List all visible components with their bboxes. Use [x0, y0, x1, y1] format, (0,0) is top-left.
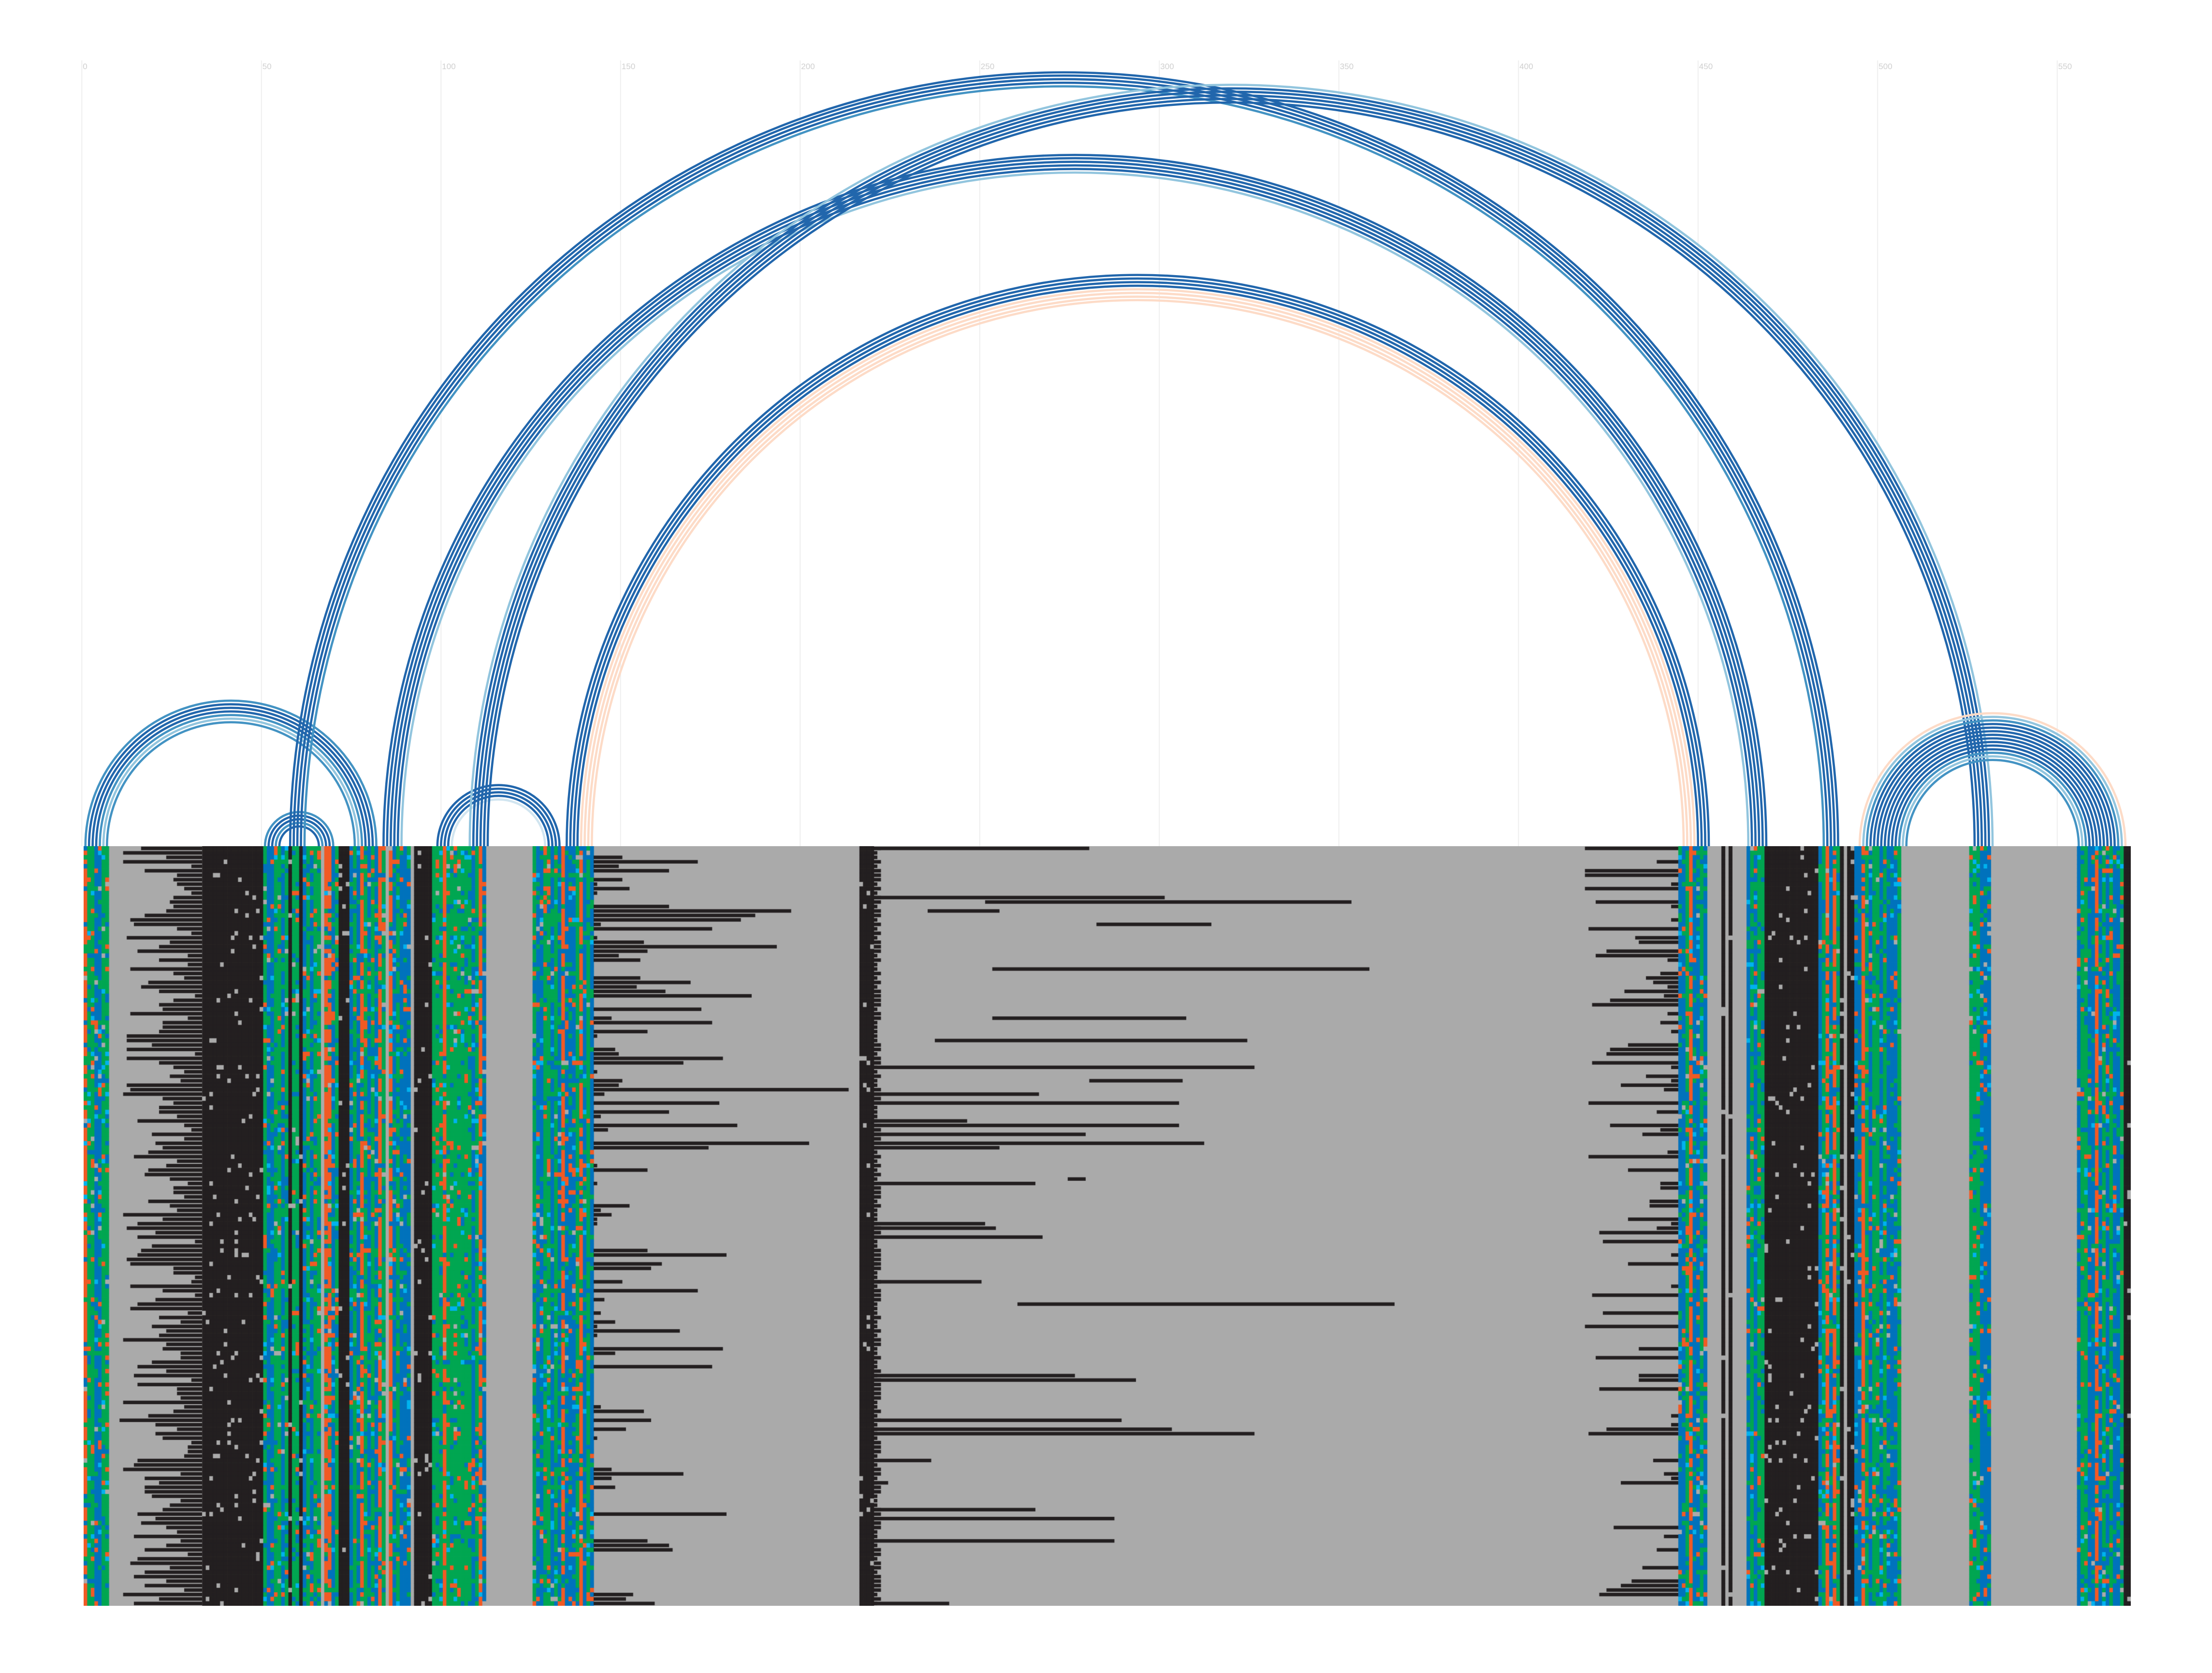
base-pair-arc: [1901, 755, 2084, 847]
tick-label: 0: [83, 62, 87, 71]
base-pair-arc: [451, 798, 547, 847]
base-pair-arc: [91, 706, 370, 847]
base-pair-arc: [1862, 716, 2123, 847]
base-pair-arc: [267, 814, 331, 847]
axis-tick-labels: 0 50 100 150 200 250 300 350 400 450 500 550: [83, 62, 2072, 71]
base-pair-arc: [297, 79, 1831, 846]
tick-label: 550: [2058, 62, 2072, 71]
grid-lines: [81, 60, 2058, 846]
base-pair-arc: [1876, 730, 2109, 847]
base-pair-arc: [578, 286, 1698, 846]
base-pair-arc: [1887, 741, 2098, 847]
base-pair-arc: [439, 787, 557, 847]
tick-label: 400: [1519, 62, 1533, 71]
base-pair-arc: [102, 717, 360, 847]
base-pair-arc: [1873, 726, 2112, 847]
base-pair-arc: [84, 699, 378, 847]
tick-label: 350: [1340, 62, 1353, 71]
base-pair-arc: [393, 164, 1757, 847]
base-pair-arc: [1880, 734, 2105, 847]
base-pair-arc: [105, 721, 356, 847]
base-pair-arc: [87, 703, 374, 847]
base-pair-arc: [301, 83, 1828, 846]
base-pair-arc: [1898, 751, 2087, 847]
base-pair-arc: [386, 157, 1764, 847]
tick-label: 200: [801, 62, 815, 71]
tick-label: 150: [622, 62, 635, 71]
tick-label: 500: [1878, 62, 1892, 71]
tick-label: 100: [442, 62, 455, 71]
base-pair-arc: [572, 281, 1703, 847]
base-pair-arc: [303, 85, 1825, 847]
base-pair-arc: [1865, 719, 2120, 847]
base-pair-arc: [472, 87, 1990, 847]
base-pair-arc: [447, 794, 550, 847]
base-pair-arc: [566, 274, 1710, 847]
base-pair-arc: [99, 714, 364, 847]
base-pair-arc: [1869, 723, 2116, 847]
base-pair-arcs: [84, 73, 2127, 847]
base-pair-arc: [278, 825, 320, 847]
base-pair-arc: [95, 710, 367, 847]
tick-label: 250: [981, 62, 994, 71]
base-pair-arc: [581, 289, 1694, 846]
base-pair-arc: [1858, 712, 2127, 847]
base-pair-arc: [486, 101, 1976, 847]
base-pair-arc: [587, 295, 1688, 847]
tick-label: 50: [262, 62, 272, 71]
base-pair-arc: [292, 74, 1836, 847]
tick-label: 450: [1699, 62, 1713, 71]
base-pair-arc: [271, 818, 327, 847]
base-pair-arc: [1905, 759, 2080, 847]
base-pair-arc: [470, 85, 1993, 846]
base-pair-arc: [476, 90, 1987, 847]
base-pair-arc: [1891, 744, 2095, 847]
base-pair-arc: [569, 277, 1706, 847]
alignment-heatmap: [84, 846, 2131, 1606]
base-pair-arc: [402, 173, 1748, 846]
base-pair-arc: [275, 822, 324, 847]
base-pair-arc: [591, 299, 1685, 847]
base-pair-arc: [583, 292, 1692, 847]
tick-label: 300: [1160, 62, 1174, 71]
base-pair-arc: [436, 784, 561, 847]
base-pair-arc: [443, 791, 553, 847]
